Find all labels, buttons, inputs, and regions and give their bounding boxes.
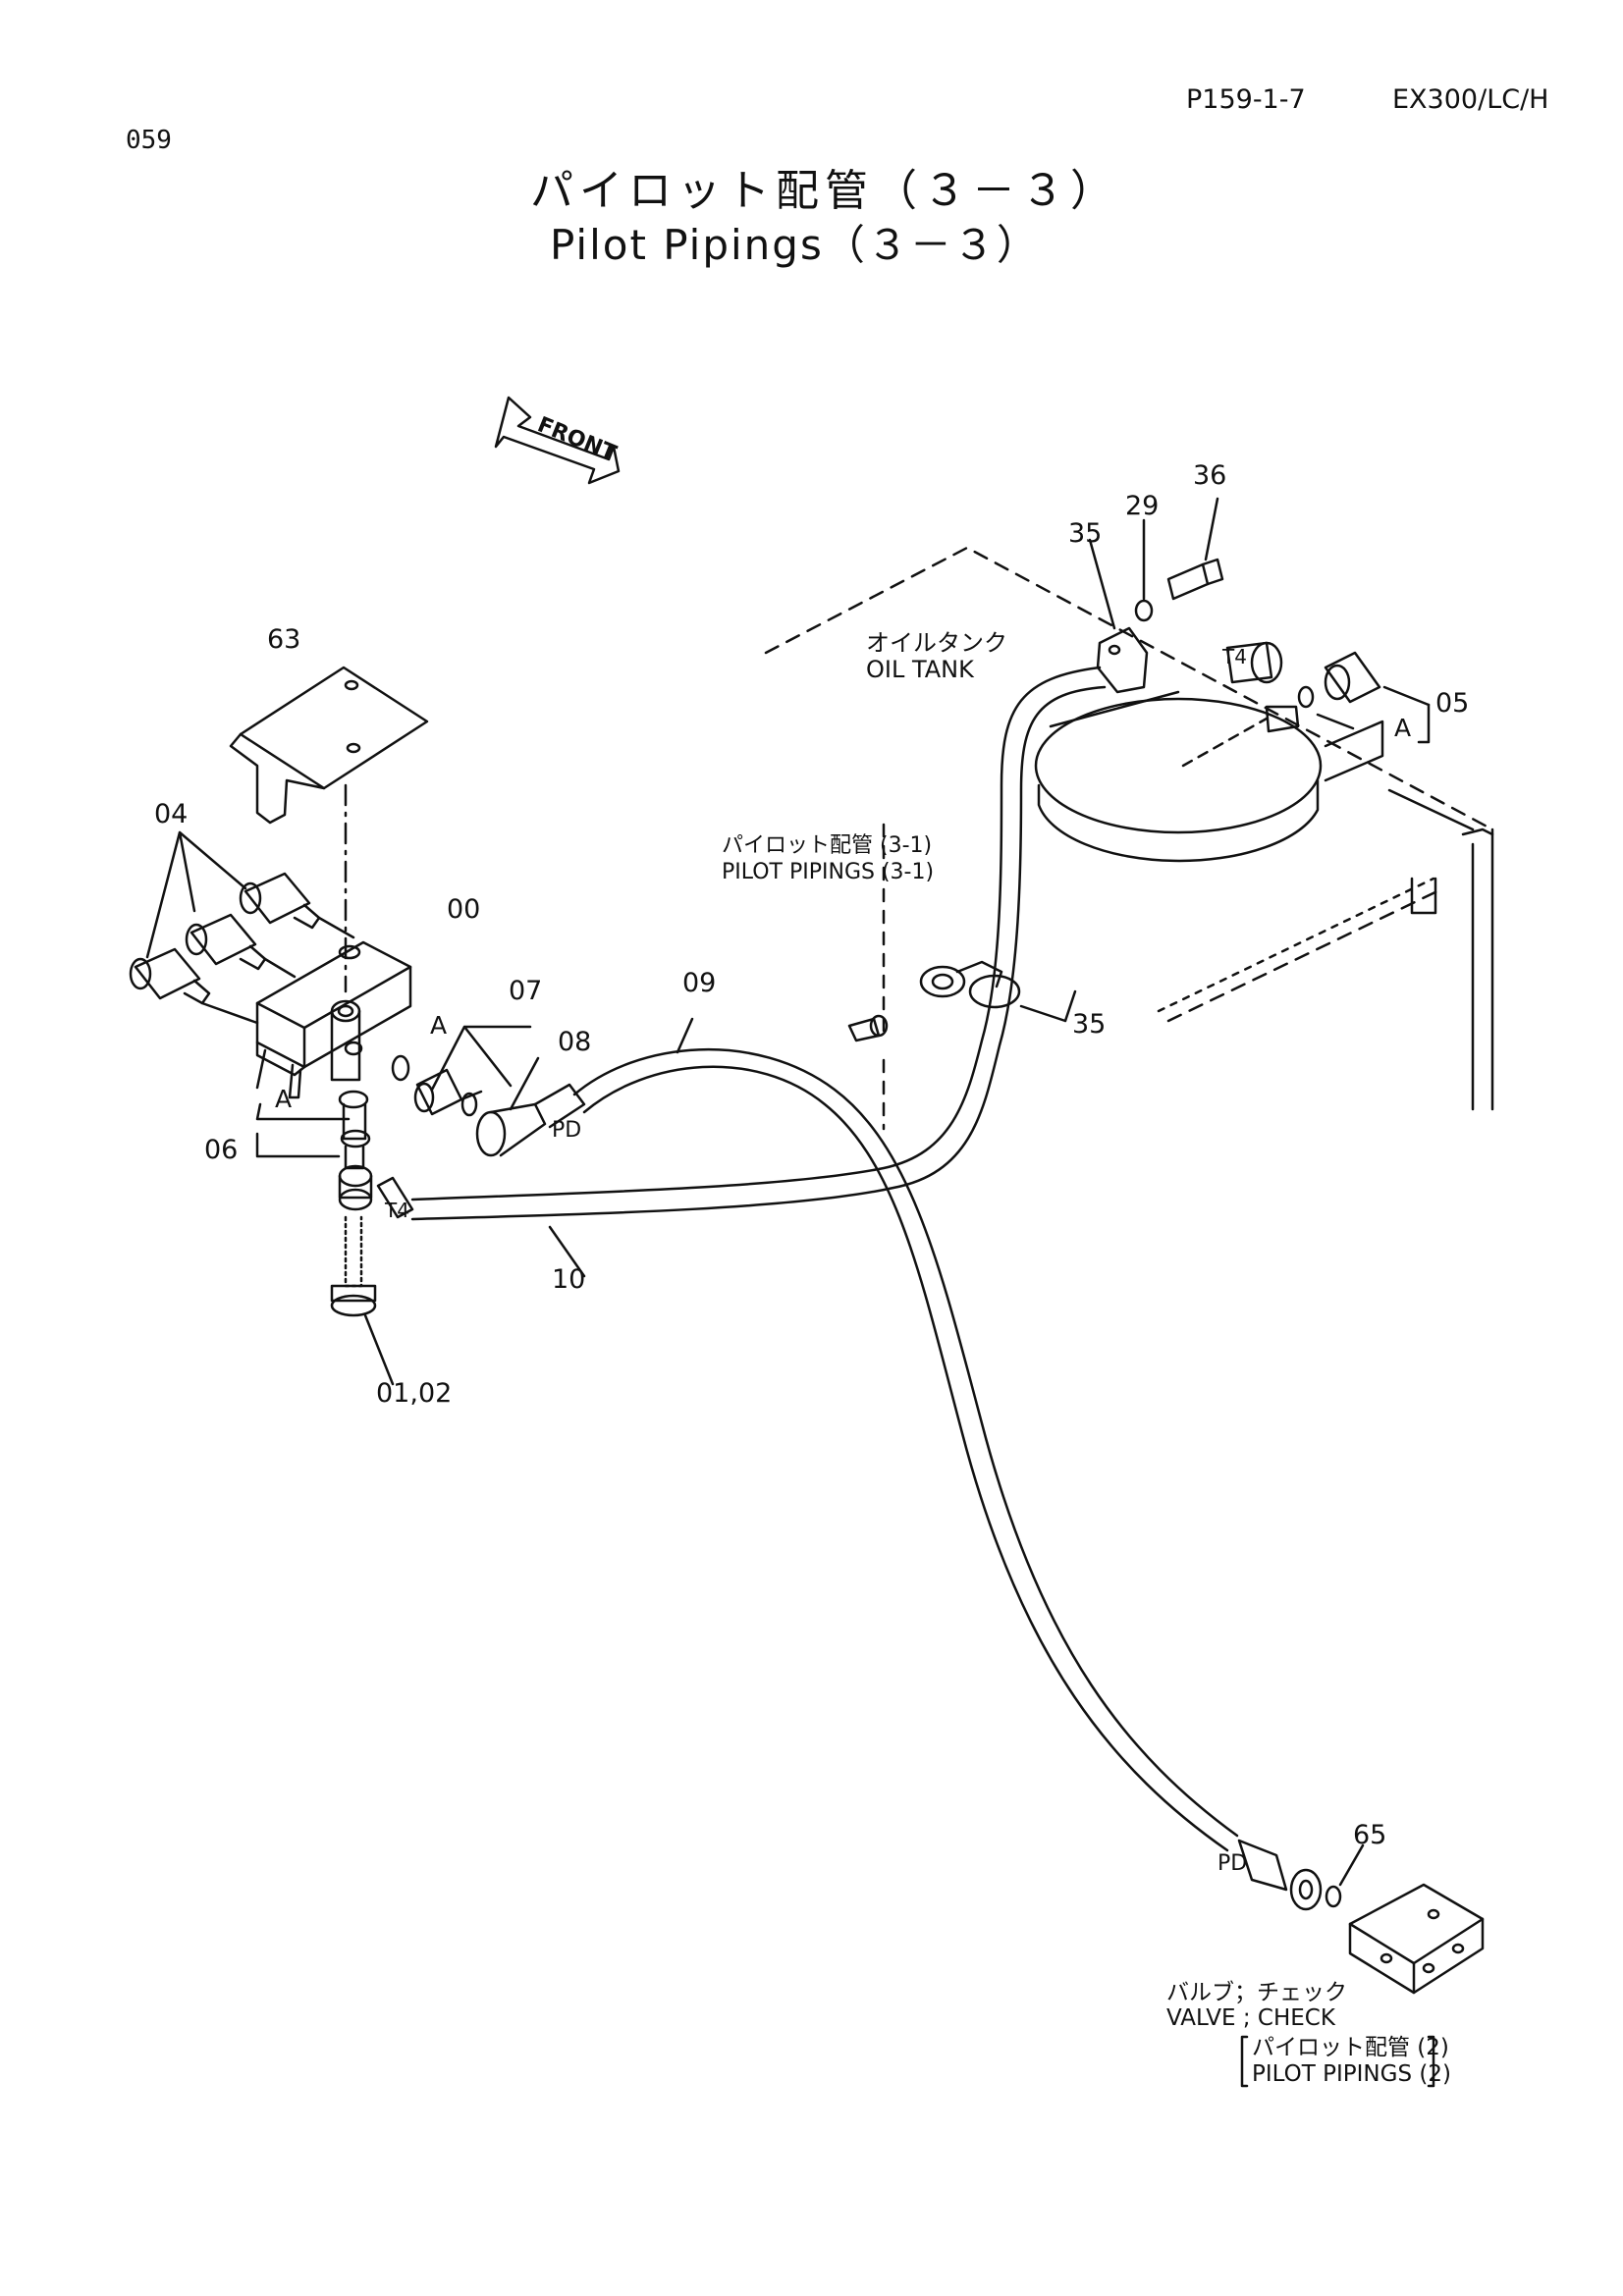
fitting-05: [1225, 641, 1431, 744]
valve-block-00: [255, 940, 412, 1099]
elbow-08: [475, 1056, 586, 1157]
title-english: Pilot Pipings（３－３）: [550, 221, 1040, 269]
ref-pilot-2-en: PILOT PIPINGS (2): [1252, 2061, 1451, 2087]
page-number: 059: [126, 126, 172, 155]
front-label: FRONT: [534, 412, 620, 466]
callout-07: 07: [509, 976, 542, 1006]
ref-pilot-2-jp: パイロット配管 (2): [1252, 2035, 1449, 2060]
oil-tank-label-jp: オイルタンク: [866, 629, 1007, 657]
callout-04: 04: [154, 799, 188, 829]
callout-01-02: 01,02: [376, 1378, 452, 1409]
page-code: P159-1-7: [1186, 84, 1306, 115]
mark-pd-valve: PD: [1217, 1851, 1247, 1876]
leader-06: [255, 1132, 341, 1158]
oil-tank-label-en: OIL TANK: [866, 656, 975, 683]
mark-pd-elbow: PD: [552, 1118, 581, 1143]
model-code: EX300/LC/H: [1392, 84, 1549, 115]
callout-09: 09: [682, 968, 716, 998]
clamp-35-top: [1088, 497, 1224, 694]
callout-05: 05: [1435, 688, 1469, 719]
mark-a-tank: A: [1394, 714, 1411, 742]
ref-pilot-31-en: PILOT PIPINGS (3-1): [722, 860, 934, 884]
mark-a-left: A: [275, 1085, 292, 1113]
callout-35-middle: 35: [1072, 1009, 1106, 1040]
fitting-65: [1237, 1839, 1365, 1911]
callout-65: 65: [1353, 1820, 1386, 1850]
front-arrow-icon: [494, 396, 621, 485]
mark-a-07: A: [430, 1011, 447, 1040]
callout-06: 06: [204, 1135, 238, 1165]
fitting-07: [391, 1025, 532, 1117]
callout-63: 63: [267, 624, 300, 655]
fitting-04-b: [185, 913, 297, 979]
check-valve-label-jp: バルブ；チェック: [1166, 1980, 1347, 2005]
bracket-right: [1427, 2035, 1435, 2088]
hose-10: [376, 666, 1107, 1278]
callout-35-top: 35: [1068, 518, 1102, 549]
callout-29: 29: [1125, 491, 1159, 521]
leader-35-mid: [1063, 989, 1077, 1023]
clamp-35-middle: [847, 960, 1067, 1042]
callout-00: 00: [447, 894, 480, 925]
ref-pilot-31-jp: パイロット配管 (3-1): [722, 833, 932, 858]
callout-36: 36: [1193, 460, 1226, 491]
oil-tank: [764, 546, 1494, 1131]
leader-a-left: [255, 1102, 351, 1121]
hose-09: [572, 1017, 1239, 1852]
mark-t4-upper: T4: [1221, 645, 1247, 668]
callout-10: 10: [552, 1264, 585, 1295]
mark-t4-lower: T4: [384, 1199, 409, 1222]
callout-08: 08: [558, 1027, 591, 1057]
fitting-04-a: [239, 872, 355, 939]
title-japanese: パイロット配管（３－３）: [530, 166, 1119, 216]
bracket-left: [1240, 2035, 1249, 2088]
bracket-63: [229, 666, 429, 993]
fitting-stack-06: [330, 1090, 395, 1386]
check-valve: [1348, 1883, 1485, 1995]
check-valve-label-en: VALVE ; CHECK: [1166, 2005, 1336, 2031]
leader-04: [145, 830, 247, 959]
fitting-04-c: [129, 947, 259, 1025]
